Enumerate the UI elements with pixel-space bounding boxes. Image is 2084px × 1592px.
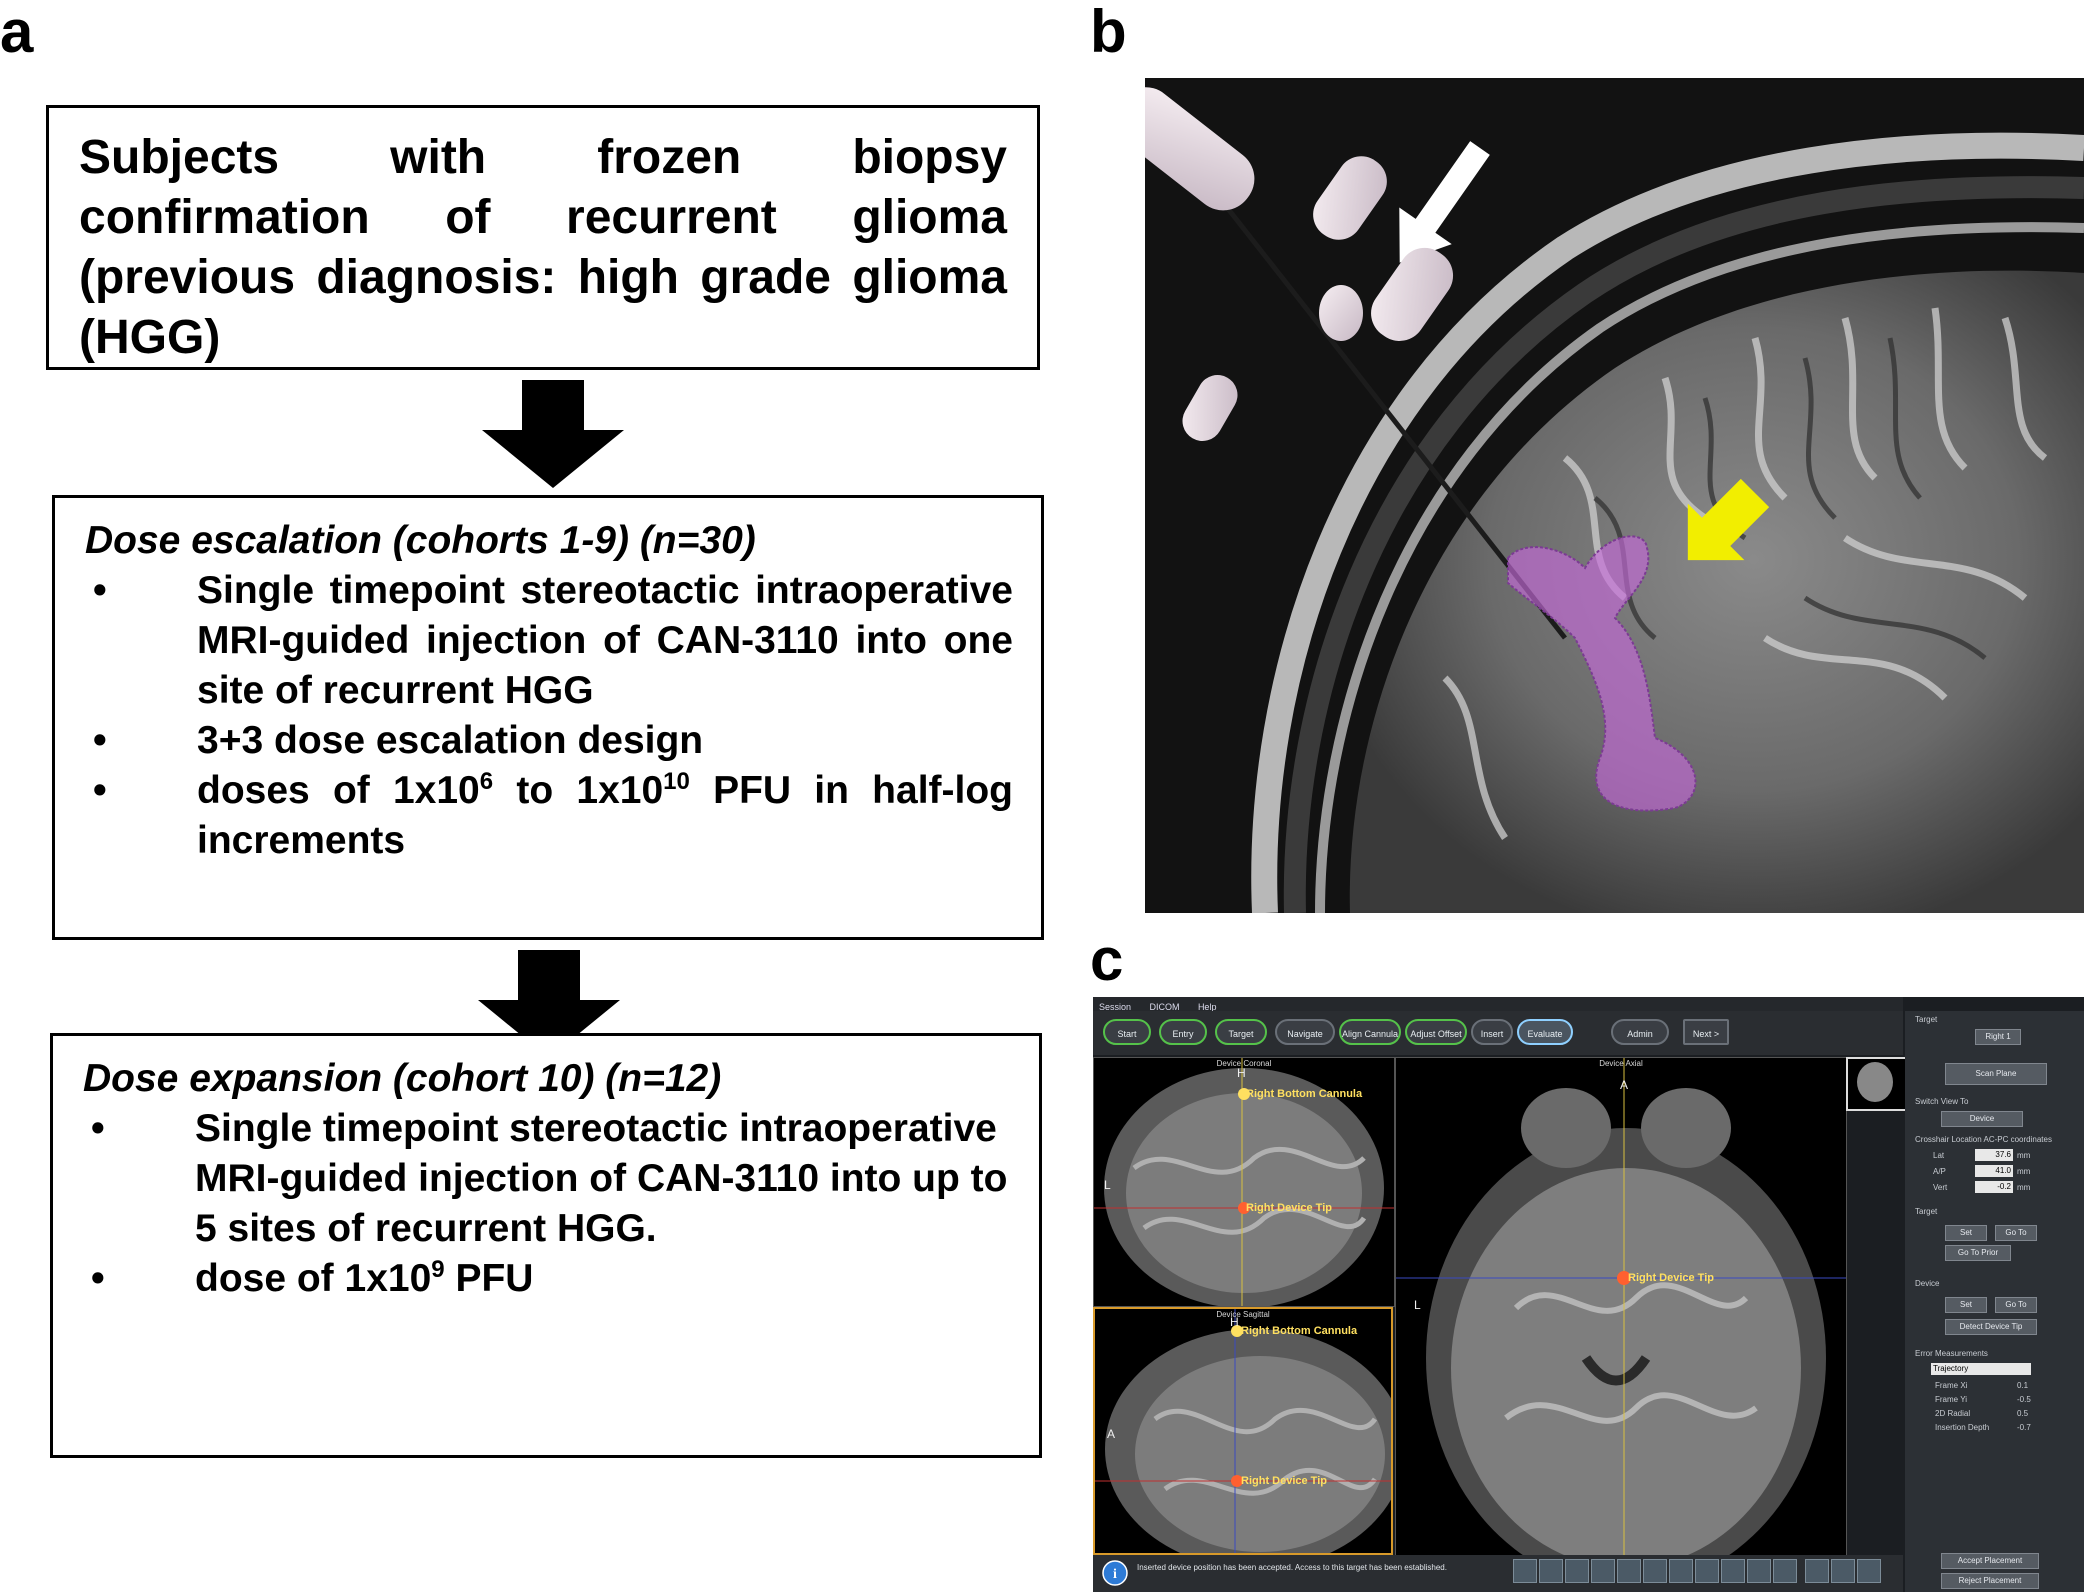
thumbnail-view[interactable]	[1846, 1057, 1908, 1111]
menu-session[interactable]: Session	[1099, 1002, 1132, 1012]
brush-tool-icon[interactable]	[1805, 1559, 1829, 1583]
next-button[interactable]: Next >	[1683, 1019, 1729, 1045]
sagittal-mri-image	[1095, 1309, 1391, 1553]
detect-device-tip-button[interactable]: Detect Device Tip	[1945, 1319, 2037, 1335]
thumbnail-brain-image	[1857, 1062, 1893, 1102]
ruler-tool-icon[interactable]	[1565, 1559, 1589, 1583]
bullet-icon: •	[93, 719, 107, 762]
go-to-prior-button[interactable]: Go To Prior	[1945, 1245, 2011, 1261]
list-item: •Single timepoint stereotactic intraoper…	[83, 1104, 1011, 1254]
menu-dicom[interactable]: DICOM	[1149, 1002, 1180, 1012]
info-icon: i	[1102, 1560, 1128, 1586]
down-arrow-2	[478, 950, 620, 1058]
panel-label-c: c	[1090, 926, 1124, 993]
cannula-label: Right Bottom Cannula	[1241, 1325, 1358, 1337]
crosshair-location-label: Crosshair Location AC-PC coordinates	[1915, 1135, 2052, 1144]
list-item: •doses of 1x106 to 1x1010 PFU in half-lo…	[93, 768, 1013, 862]
box-header: Dose escalation (cohorts 1-9) (n=30)	[85, 519, 756, 562]
arrow-up-icon[interactable]	[1721, 1559, 1745, 1583]
bullet-list: •Single timepoint stereotactic intraoper…	[83, 1104, 1011, 1304]
target-select[interactable]: Right 1	[1975, 1029, 2021, 1045]
move-tool-icon[interactable]	[1695, 1559, 1719, 1583]
flowchart-box-dose-escalation: Dose escalation (cohorts 1-9) (n=30) •Si…	[52, 495, 1044, 940]
pan-tool-icon[interactable]	[1669, 1559, 1693, 1583]
brightness-tool-icon[interactable]	[1539, 1559, 1563, 1583]
lat-field[interactable]: 37.6	[1975, 1149, 2013, 1161]
step-entry-button[interactable]: Entry	[1159, 1019, 1207, 1045]
workflow-toolbar: Start Entry Target Navigate Align Cannul…	[1093, 1011, 1903, 1055]
status-bar: i Inserted device position has been acce…	[1093, 1555, 1903, 1592]
device-tip-label: Right Device Tip	[1246, 1202, 1332, 1214]
error-mode-field[interactable]: Trajectory	[1931, 1363, 2031, 1375]
status-message: Inserted device position has been accept…	[1137, 1563, 1447, 1572]
arrow-up-right-icon[interactable]	[1747, 1559, 1771, 1583]
box-header: Dose expansion (cohort 10) (n=12)	[83, 1057, 722, 1100]
step-align-cannula-button[interactable]: Align Cannula	[1339, 1019, 1401, 1045]
device-tip-label: Right Device Tip	[1628, 1272, 1714, 1284]
step-target-button[interactable]: Target	[1215, 1019, 1267, 1045]
side-panel: Target Right 1 Scan Plane Switch View To…	[1905, 1011, 2084, 1592]
step-navigate-button[interactable]: Navigate	[1275, 1019, 1335, 1045]
coronal-mri-image	[1094, 1058, 1394, 1306]
list-item: •Single timepoint stereotactic intraoper…	[85, 566, 1013, 716]
flowchart-box-dose-expansion: Dose expansion (cohort 10) (n=12) •Singl…	[50, 1033, 1042, 1458]
step-adjust-offset-button[interactable]: Adjust Offset	[1405, 1019, 1467, 1045]
ap-field[interactable]: 41.0	[1975, 1165, 2013, 1177]
bullet-list: •Single timepoint stereotactic intraoper…	[85, 566, 1013, 866]
help-icon[interactable]	[1857, 1559, 1881, 1583]
bullet-icon: •	[91, 1257, 105, 1300]
bullet-icon: •	[93, 769, 107, 812]
panel-label-a: a	[0, 0, 34, 65]
mri-sagittal-image	[1145, 78, 2084, 913]
zoom-out-icon[interactable]	[1617, 1559, 1641, 1583]
menu-bar: Session DICOM Help	[1093, 997, 1903, 1012]
pointer-tool-icon[interactable]	[1513, 1559, 1537, 1583]
arrow-up-alt-icon[interactable]	[1773, 1559, 1797, 1583]
step-start-button[interactable]: Start	[1103, 1019, 1151, 1045]
step-evaluate-button[interactable]: Evaluate	[1517, 1019, 1573, 1045]
zoom-in-icon[interactable]	[1643, 1559, 1667, 1583]
axial-mri-image	[1396, 1058, 1846, 1556]
svg-text:i: i	[1113, 1567, 1117, 1582]
list-item: •3+3 dose escalation design	[85, 716, 1013, 766]
sagittal-viewport[interactable]: Device Sagittal Right Bottom Cannula Rig…	[1093, 1307, 1393, 1555]
target-go-to-button[interactable]: Go To	[1995, 1225, 2037, 1241]
device-go-to-button[interactable]: Go To	[1995, 1297, 2037, 1313]
switch-view-select[interactable]: Device	[1941, 1111, 2023, 1127]
bullet-icon: •	[93, 569, 107, 612]
scan-plane-button[interactable]: Scan Plane	[1945, 1063, 2047, 1085]
vert-field[interactable]: -0.2	[1975, 1181, 2013, 1193]
panel-label-b: b	[1090, 0, 1127, 65]
axial-viewport[interactable]: Device Axial Right Device Tip A L	[1395, 1057, 1847, 1557]
cannula-label: Right Bottom Cannula	[1246, 1088, 1363, 1100]
device-tip-label: Right Device Tip	[1241, 1475, 1327, 1487]
mri-illustration	[1145, 78, 2084, 913]
down-arrow-1	[482, 380, 624, 488]
coronal-viewport[interactable]: Device Coronal Right Bottom Cannula Righ…	[1093, 1057, 1395, 1307]
eraser-tool-icon[interactable]	[1831, 1559, 1855, 1583]
accept-placement-button[interactable]: Accept Placement	[1941, 1553, 2039, 1569]
flowchart-box-subjects: Subjects with frozen biopsy confirmation…	[46, 105, 1040, 370]
step-insert-button[interactable]: Insert	[1471, 1019, 1513, 1045]
bullet-icon: •	[91, 1107, 105, 1150]
target-set-button[interactable]: Set	[1945, 1225, 1987, 1241]
list-item: •dose of 1x109 PFU	[83, 1254, 1011, 1304]
menu-help[interactable]: Help	[1197, 1002, 1217, 1012]
step-admin-button[interactable]: Admin	[1611, 1019, 1669, 1045]
pen-tool-icon[interactable]	[1591, 1559, 1615, 1583]
reject-placement-button[interactable]: Reject Placement	[1941, 1573, 2039, 1589]
navigation-software-window: Session DICOM Help Start Entry Target Na…	[1093, 997, 2084, 1592]
box-text: Subjects with frozen biopsy confirmation…	[79, 131, 1007, 364]
device-set-button[interactable]: Set	[1945, 1297, 1987, 1313]
